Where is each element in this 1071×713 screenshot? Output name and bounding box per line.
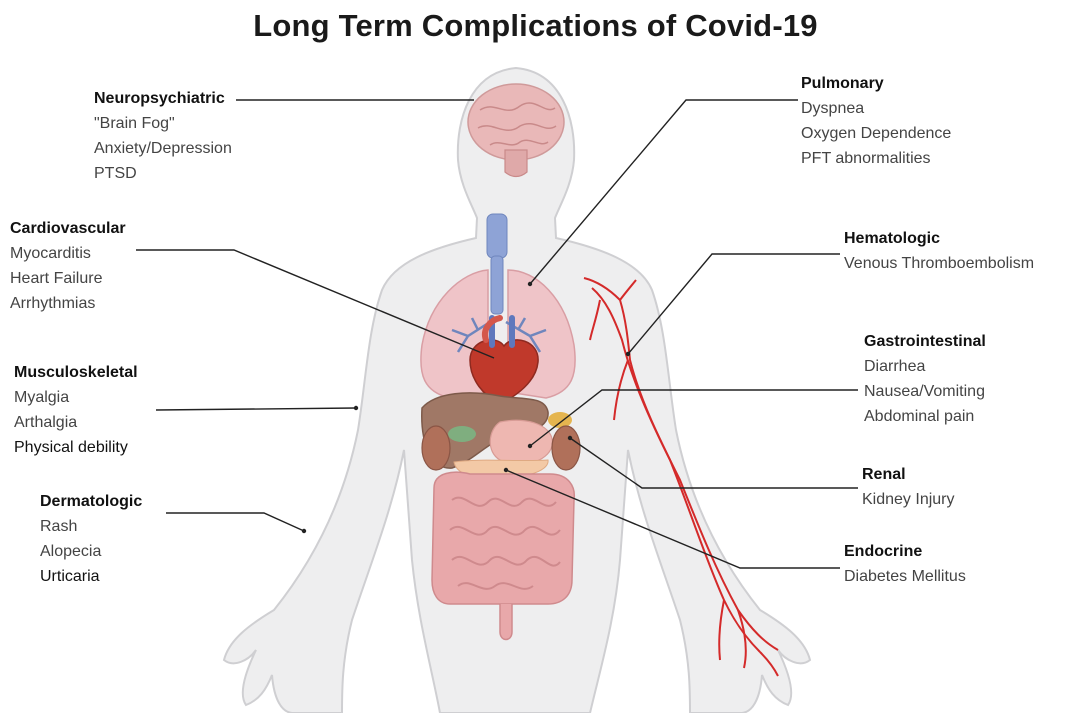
group-gastrointestinal: Gastrointestinal Diarrhea Nausea/Vomitin…	[864, 329, 986, 429]
item-venous-thromboembolism: Venous Thromboembolism	[844, 251, 1034, 276]
heading-neuropsychiatric: Neuropsychiatric	[94, 86, 232, 111]
item-anxiety-depression: Anxiety/Depression	[94, 136, 232, 161]
item-arrhythmias: Arrhythmias	[10, 291, 126, 316]
item-heart-failure: Heart Failure	[10, 266, 126, 291]
dot-renal	[568, 436, 572, 440]
group-neuropsychiatric: Neuropsychiatric "Brain Fog" Anxiety/Dep…	[94, 86, 232, 186]
dot-gastrointestinal	[528, 444, 532, 448]
item-brain-fog: "Brain Fog"	[94, 111, 232, 136]
heading-renal: Renal	[862, 462, 955, 487]
item-nausea-vomiting: Nausea/Vomiting	[864, 379, 986, 404]
dot-musculoskeletal	[354, 406, 358, 410]
group-dermatologic: Dermatologic Rash Alopecia Urticaria	[40, 489, 142, 589]
item-myocarditis: Myocarditis	[10, 241, 126, 266]
item-alopecia: Alopecia	[40, 539, 142, 564]
heading-musculoskeletal: Musculoskeletal	[14, 360, 138, 385]
group-musculoskeletal: Musculoskeletal Myalgia Arthalgia Physic…	[14, 360, 138, 460]
group-hematologic: Hematologic Venous Thromboembolism	[844, 226, 1034, 276]
dot-pulmonary	[528, 282, 532, 286]
item-dyspnea: Dyspnea	[801, 96, 951, 121]
heading-hematologic: Hematologic	[844, 226, 1034, 251]
dot-endocrine	[504, 468, 508, 472]
dot-dermatologic	[302, 529, 306, 533]
item-rash: Rash	[40, 514, 142, 539]
group-endocrine: Endocrine Diabetes Mellitus	[844, 539, 966, 589]
leader-musculoskeletal	[156, 408, 356, 410]
heading-gastrointestinal: Gastrointestinal	[864, 329, 986, 354]
dot-hematologic	[626, 352, 630, 356]
heading-cardiovascular: Cardiovascular	[10, 216, 126, 241]
item-oxygen-dependence: Oxygen Dependence	[801, 121, 951, 146]
item-ptsd: PTSD	[94, 161, 232, 186]
item-arthalgia: Arthalgia	[14, 410, 138, 435]
group-pulmonary: Pulmonary Dyspnea Oxygen Dependence PFT …	[801, 71, 951, 171]
heading-pulmonary: Pulmonary	[801, 71, 951, 96]
item-abdominal-pain: Abdominal pain	[864, 404, 986, 429]
item-myalgia: Myalgia	[14, 385, 138, 410]
group-cardiovascular: Cardiovascular Myocarditis Heart Failure…	[10, 216, 126, 316]
item-physical-debility: Physical debility	[14, 435, 138, 460]
item-pft-abnormalities: PFT abnormalities	[801, 146, 951, 171]
leader-dermatologic	[166, 513, 304, 531]
heading-dermatologic: Dermatologic	[40, 489, 142, 514]
item-urticaria: Urticaria	[40, 564, 142, 589]
heading-endocrine: Endocrine	[844, 539, 966, 564]
group-renal: Renal Kidney Injury	[862, 462, 955, 512]
item-kidney-injury: Kidney Injury	[862, 487, 955, 512]
item-diarrhea: Diarrhea	[864, 354, 986, 379]
item-diabetes-mellitus: Diabetes Mellitus	[844, 564, 966, 589]
